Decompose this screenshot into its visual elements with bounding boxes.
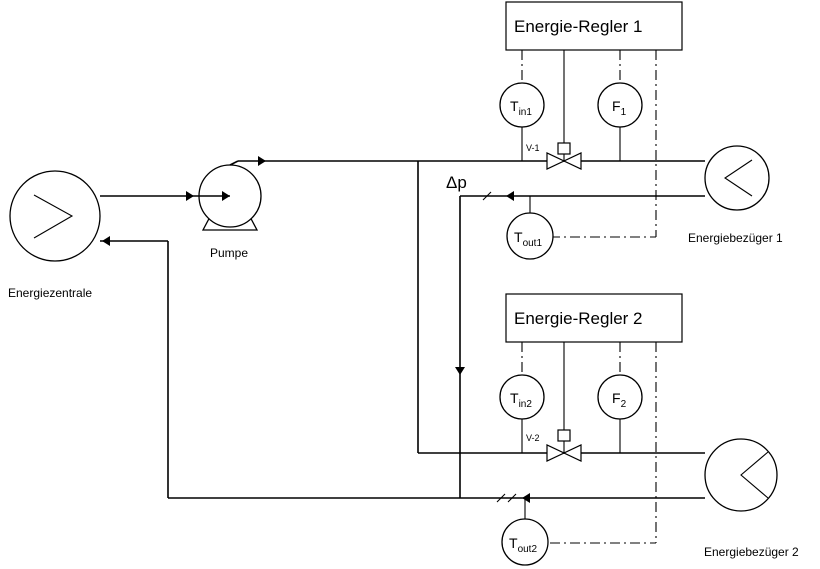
pump [198, 160, 262, 231]
control-loop-1 [499, 1, 683, 260]
flow-arrow [506, 191, 514, 201]
consumer-1-label: Energiebezüger 1 [688, 231, 783, 245]
f1-instrument [597, 82, 643, 128]
tout1-label: Tout1 [514, 229, 542, 249]
flow-arrow [102, 236, 110, 246]
check-valves [482, 191, 517, 503]
valve-v1-label: V-1 [526, 143, 540, 153]
f2-instrument [597, 374, 643, 420]
energy-central-exchanger [9, 170, 101, 262]
tout2-label: Tout2 [509, 535, 537, 555]
flow-arrow [258, 156, 266, 166]
controller-2-label: Energie-Regler 2 [514, 309, 643, 328]
tin1-label: Tin1 [510, 98, 532, 118]
f2-label: F2 [612, 390, 627, 410]
energy-central-label: Energiezentrale [8, 286, 92, 300]
tin2-label: Tin2 [510, 390, 532, 410]
flow-arrow [186, 191, 194, 201]
flow-arrows [102, 156, 530, 503]
tin1-instrument [499, 82, 545, 128]
delta-p-label: Δp [446, 173, 467, 192]
flow-arrow [455, 367, 465, 375]
controller-1-label: Energie-Regler 1 [514, 17, 643, 36]
valve-v1 [546, 142, 582, 170]
f1-label: F1 [612, 98, 627, 118]
flow-arrow [522, 493, 530, 503]
tout1-instrument [506, 212, 554, 260]
control-loop-2 [499, 293, 683, 566]
tin2-instrument [499, 374, 545, 420]
consumer-2-label: Energiebezüger 2 [704, 545, 799, 559]
valve-v2 [546, 429, 582, 462]
valve-v2-label: V-2 [526, 433, 540, 443]
consumer-1-exchanger [704, 145, 770, 211]
pump-label: Pumpe [210, 246, 248, 260]
return-piping [100, 195, 705, 499]
tout2-instrument [501, 518, 549, 566]
consumer-2-exchanger [704, 438, 778, 512]
controller-2-box [505, 293, 683, 343]
controller-1-box [505, 1, 683, 51]
